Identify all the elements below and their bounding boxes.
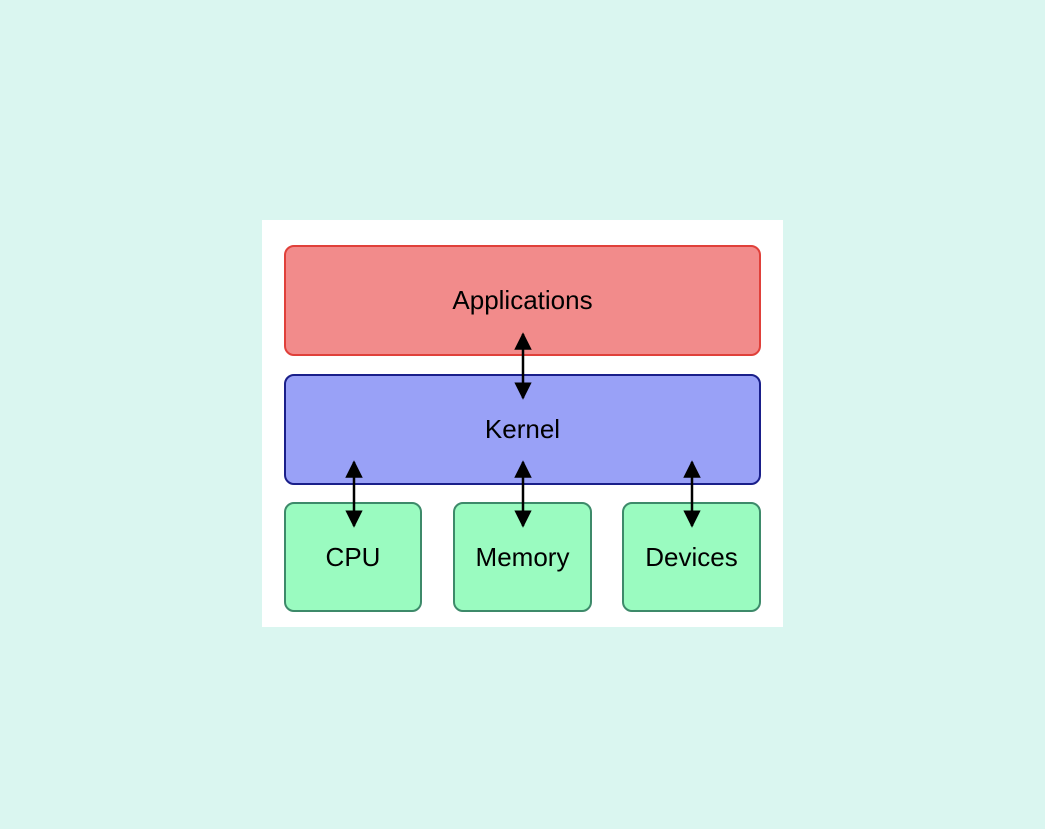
devices-box: Devices <box>622 502 761 612</box>
memory-box: Memory <box>453 502 592 612</box>
os-layers-diagram: Applications Kernel CPU Memory Devices <box>262 220 783 627</box>
applications-label: Applications <box>452 285 593 315</box>
memory-label: Memory <box>475 541 570 572</box>
cpu-box: CPU <box>284 502 422 612</box>
kernel-label: Kernel <box>484 414 561 444</box>
kernel-layer: Kernel <box>284 374 761 485</box>
devices-label: Devices <box>645 541 738 572</box>
applications-layer: Applications <box>284 245 761 356</box>
cpu-label: CPU <box>325 541 381 572</box>
